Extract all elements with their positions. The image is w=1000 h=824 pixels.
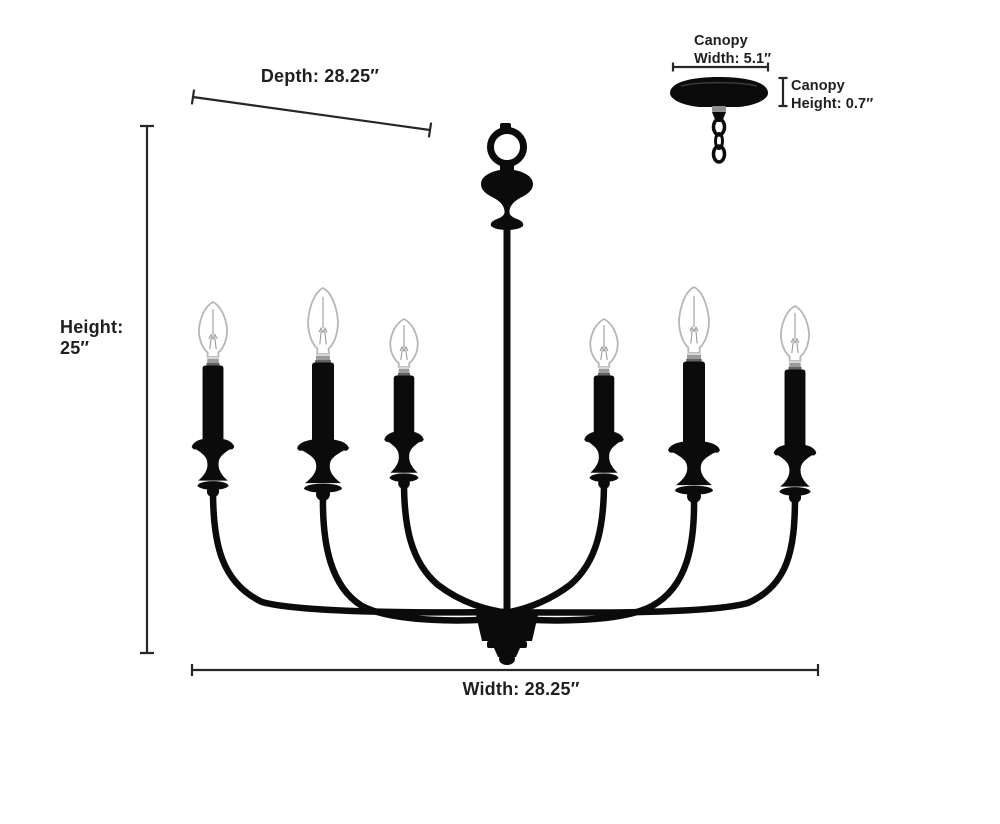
- candle-light-3: [384, 317, 424, 490]
- canopy-width-label: Canopy Width: 5.1″: [694, 32, 771, 68]
- spindle-knob: [206, 485, 220, 498]
- socket-base: [206, 363, 220, 366]
- socket-rim: [598, 367, 610, 370]
- chain-link: [711, 144, 727, 164]
- spindle-top-disc: [384, 430, 424, 442]
- candle-light-6: [773, 304, 817, 504]
- canopy-width-label-line1: Canopy: [694, 33, 748, 49]
- depth-dimension-label: Depth: 28.25″: [260, 66, 380, 86]
- chandelier-arms: [209, 478, 799, 624]
- canopy-height-label: Canopy Height: 0.7″: [791, 77, 873, 113]
- arm-1: [209, 487, 516, 616]
- height-label-line1: Height:: [60, 317, 124, 337]
- spindle-hourglass: [385, 439, 423, 473]
- bulb-filament: [318, 296, 328, 345]
- spindle-top-disc: [191, 438, 235, 450]
- socket-base: [788, 367, 802, 370]
- candle-light-1: [191, 300, 235, 498]
- canopy-disc: [670, 77, 768, 107]
- canopy-detail-graphic: [670, 77, 768, 164]
- height-dimension-label: Height: 25″: [60, 317, 123, 359]
- candle-sleeve: [393, 375, 415, 437]
- spindle-knob: [687, 489, 701, 504]
- canopy-height-label-line2: Height: 0.7″: [791, 96, 874, 112]
- socket-rim: [789, 361, 801, 364]
- canopy-fitting: [712, 106, 726, 112]
- spindle-knob: [598, 477, 610, 490]
- socket-body: [789, 363, 801, 368]
- width-dimension-line: [190, 664, 820, 676]
- spindle-hourglass: [669, 450, 719, 486]
- socket-body: [316, 356, 330, 361]
- canopy-chain: [711, 117, 727, 164]
- candle-sleeve: [593, 375, 615, 437]
- bulb-filament: [208, 309, 218, 350]
- hanging-loop-ring: [487, 127, 527, 167]
- spindle-knob: [316, 487, 330, 502]
- candle-light-5: [668, 285, 720, 504]
- arm-4: [501, 478, 608, 617]
- socket-body: [398, 369, 410, 374]
- chain-link: [714, 132, 724, 150]
- socket-body: [207, 359, 219, 364]
- socket-base: [597, 373, 611, 376]
- canopy-height-label-line1: Canopy: [791, 78, 845, 94]
- socket-rim: [316, 354, 330, 357]
- candle-sleeve: [202, 365, 224, 445]
- socket-rim: [687, 353, 701, 356]
- candle-light-4: [584, 317, 624, 490]
- bulb-filament: [689, 295, 699, 344]
- arm-2: [319, 490, 521, 624]
- chandelier-graphic: [191, 123, 817, 665]
- spindle-top-disc: [297, 439, 349, 451]
- spindle-hourglass: [298, 448, 348, 484]
- bulb-filament: [790, 313, 800, 354]
- socket-base: [397, 373, 411, 376]
- canopy-width-label-line2: Width: 5.1″: [694, 51, 772, 67]
- socket-body: [687, 355, 701, 360]
- width-dimension-label: Width: 28.25″: [462, 679, 580, 699]
- dimension-lines: [140, 62, 820, 676]
- socket-body: [598, 369, 610, 374]
- socket-rim: [207, 357, 219, 360]
- arm-3: [400, 478, 513, 617]
- bulb-filament: [399, 325, 409, 361]
- canopy-sheen: [680, 81, 758, 87]
- height-label-line2: 25″: [60, 338, 90, 358]
- socket-base: [686, 359, 702, 362]
- spindle-top-disc: [773, 444, 817, 456]
- socket-base: [315, 360, 331, 363]
- spindle-hourglass: [585, 439, 623, 473]
- bottom-hub-step: [487, 641, 527, 648]
- spindle-top-disc: [584, 430, 624, 442]
- candle-lights: [191, 285, 817, 504]
- arm-5: [493, 492, 698, 624]
- candle-sleeve: [683, 361, 705, 447]
- canopy-height-dimension-line: [778, 76, 788, 108]
- height-dimension-line: [140, 124, 154, 655]
- spindle-hourglass: [192, 447, 234, 481]
- canopy-width-dimension-line: [671, 62, 770, 72]
- bottom-finial-ball: [499, 653, 515, 665]
- candle-light-2: [297, 286, 349, 502]
- depth-dimension-line: [190, 89, 433, 138]
- spindle-hourglass: [774, 453, 816, 487]
- spindle-top-disc: [668, 441, 720, 453]
- candle-sleeve: [784, 369, 806, 451]
- bulb-filament: [599, 325, 609, 361]
- hanging-ring: [476, 123, 538, 665]
- center-rod: [503, 226, 511, 616]
- top-finial: [481, 163, 533, 230]
- socket-rim: [398, 367, 410, 370]
- spindle-knob: [398, 477, 410, 490]
- spindle-knob: [788, 491, 802, 504]
- arm-6: [498, 493, 799, 616]
- bottom-hub-taper: [494, 648, 520, 657]
- candle-sleeve: [312, 362, 334, 445]
